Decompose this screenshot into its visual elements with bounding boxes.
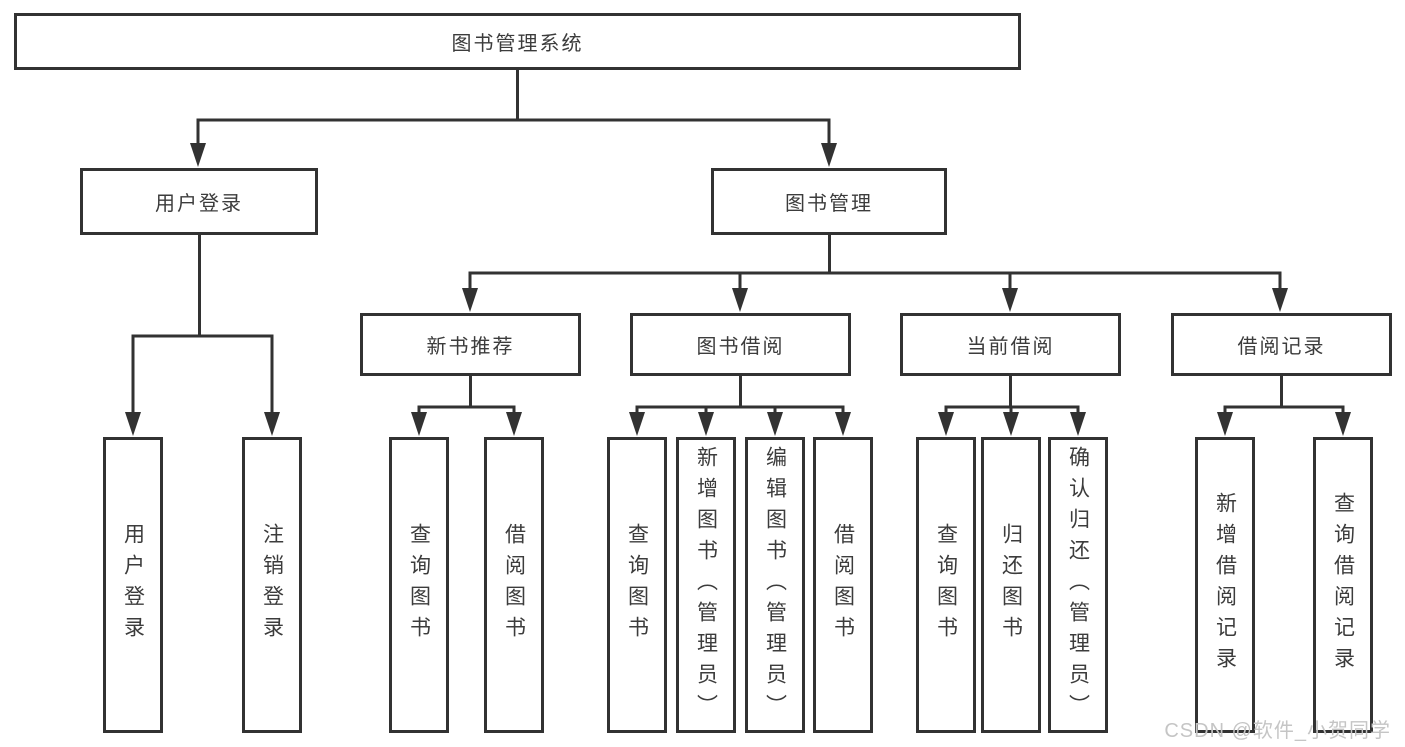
- leaf-confirm-return-admin: 确认归还（管理员）: [1048, 437, 1108, 733]
- leaf-label: 归还图书: [999, 523, 1023, 647]
- leaf-return-books: 归还图书: [981, 437, 1041, 733]
- leaf-label: 注销登录: [260, 523, 284, 647]
- leaf-label: 确认归还（管理员）: [1066, 445, 1090, 725]
- node-library-management-system: 图书管理系统: [14, 13, 1021, 70]
- leaf-label: 新增借阅记录: [1213, 492, 1237, 678]
- node-label: 图书管理系统: [451, 33, 584, 55]
- leaf-label: 新增图书（管理员）: [694, 445, 718, 725]
- arrow-down-icon: [1272, 288, 1288, 312]
- node-book-borrowing: 图书借阅: [630, 313, 851, 376]
- arrow-down-icon: [1070, 412, 1086, 436]
- arrow-down-icon: [767, 412, 783, 436]
- leaf-label: 用户登录: [121, 523, 145, 647]
- leaf-query-books-borrow: 查询图书: [607, 437, 667, 733]
- arrow-down-icon: [629, 412, 645, 436]
- leaf-label: 查询借阅记录: [1331, 492, 1355, 678]
- arrow-down-icon: [1003, 412, 1019, 436]
- arrow-down-icon: [835, 412, 851, 436]
- watermark-csdn: CSDN @软件_小贺同学: [1164, 720, 1391, 742]
- node-borrowing-records: 借阅记录: [1171, 313, 1392, 376]
- arrow-down-icon: [698, 412, 714, 436]
- leaf-logout: 注销登录: [242, 437, 302, 733]
- arrow-down-icon: [506, 412, 522, 436]
- node-label: 新书推荐: [426, 336, 515, 358]
- arrow-down-icon: [411, 412, 427, 436]
- leaf-label: 查询图书: [934, 523, 958, 647]
- arrow-down-icon: [1335, 412, 1351, 436]
- node-label: 图书管理: [785, 193, 873, 215]
- leaf-query-books-newbooks: 查询图书: [389, 437, 449, 733]
- node-new-book-recommendation: 新书推荐: [360, 313, 581, 376]
- node-label: 当前借阅: [966, 336, 1055, 358]
- arrow-down-icon: [732, 288, 748, 312]
- node-label: 借阅记录: [1237, 336, 1326, 358]
- leaf-query-books-current: 查询图书: [916, 437, 976, 733]
- arrow-down-icon: [1002, 288, 1018, 312]
- arrow-down-icon: [821, 143, 837, 167]
- node-label: 用户登录: [155, 193, 243, 215]
- arrow-down-icon: [125, 412, 141, 436]
- leaf-label: 编辑图书（管理员）: [763, 445, 787, 725]
- node-user-login: 用户登录: [80, 168, 318, 235]
- leaf-user-login: 用户登录: [103, 437, 163, 733]
- leaf-add-borrow-record: 新增借阅记录: [1195, 437, 1255, 733]
- node-label: 图书借阅: [696, 336, 785, 358]
- leaf-query-borrow-record: 查询借阅记录: [1313, 437, 1373, 733]
- arrow-down-icon: [264, 412, 280, 436]
- leaf-borrow-books-newbooks: 借阅图书: [484, 437, 544, 733]
- arrow-down-icon: [190, 143, 206, 167]
- leaf-borrow-books-borrow: 借阅图书: [813, 437, 873, 733]
- node-current-borrowing: 当前借阅: [900, 313, 1121, 376]
- arrow-down-icon: [938, 412, 954, 436]
- node-book-management: 图书管理: [711, 168, 947, 235]
- leaf-edit-books-admin: 编辑图书（管理员）: [745, 437, 805, 733]
- leaf-label: 查询图书: [625, 523, 649, 647]
- leaf-label: 借阅图书: [831, 523, 855, 647]
- arrow-down-icon: [462, 288, 478, 312]
- arrow-down-icon: [1217, 412, 1233, 436]
- leaf-add-books-admin: 新增图书（管理员）: [676, 437, 736, 733]
- leaf-label: 借阅图书: [502, 523, 526, 647]
- leaf-label: 查询图书: [407, 523, 431, 647]
